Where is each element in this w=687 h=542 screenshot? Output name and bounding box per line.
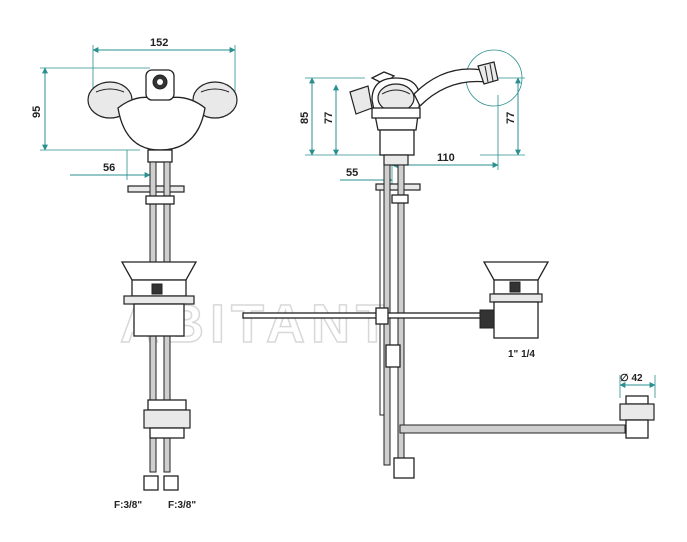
mixer-body xyxy=(117,96,206,151)
dim-base-label: 55 xyxy=(346,167,358,179)
trap-detail: ∅ 42 xyxy=(619,373,656,439)
connector-left xyxy=(143,475,159,491)
drain-detail-body xyxy=(493,301,539,339)
dim-outer-height-label: 85 xyxy=(299,112,311,124)
dim-spout-height-label: 77 xyxy=(505,112,517,124)
mixer-base xyxy=(147,149,173,163)
dim-reach-label: 110 xyxy=(437,152,455,164)
dim-offset-label: 56 xyxy=(103,162,115,174)
trap-pipe xyxy=(399,424,626,434)
connector-right xyxy=(163,475,179,491)
trap-diameter-label: ∅ 42 xyxy=(620,373,643,384)
drain-thread-label: 1" 1/4 xyxy=(508,349,535,360)
spout xyxy=(413,68,487,108)
connection-left-label: F:3/8" xyxy=(114,500,142,511)
drain-body xyxy=(133,303,185,337)
drain-flange xyxy=(120,261,198,281)
trap-nut xyxy=(619,403,655,421)
dim-inner-height-label: 77 xyxy=(323,112,335,124)
drain-detail: 1" 1/4 xyxy=(479,261,550,360)
dim-width-label: 152 xyxy=(150,37,168,49)
trap-body xyxy=(625,419,649,439)
dim-height-label: 95 xyxy=(31,106,43,118)
popup-rod-horizontal xyxy=(242,312,484,319)
side-connector xyxy=(393,457,415,479)
connection-right-label: F:3/8" xyxy=(168,500,196,511)
side-view: 85 77 77 55 110 xyxy=(242,49,626,479)
drain-detail-flange xyxy=(482,261,550,281)
side-base xyxy=(379,129,415,156)
lever xyxy=(349,85,373,115)
popup-rod xyxy=(379,189,385,416)
drain-detail-port xyxy=(479,309,495,329)
connector-nut xyxy=(143,409,191,429)
front-view: 152 95 56 xyxy=(31,37,238,511)
